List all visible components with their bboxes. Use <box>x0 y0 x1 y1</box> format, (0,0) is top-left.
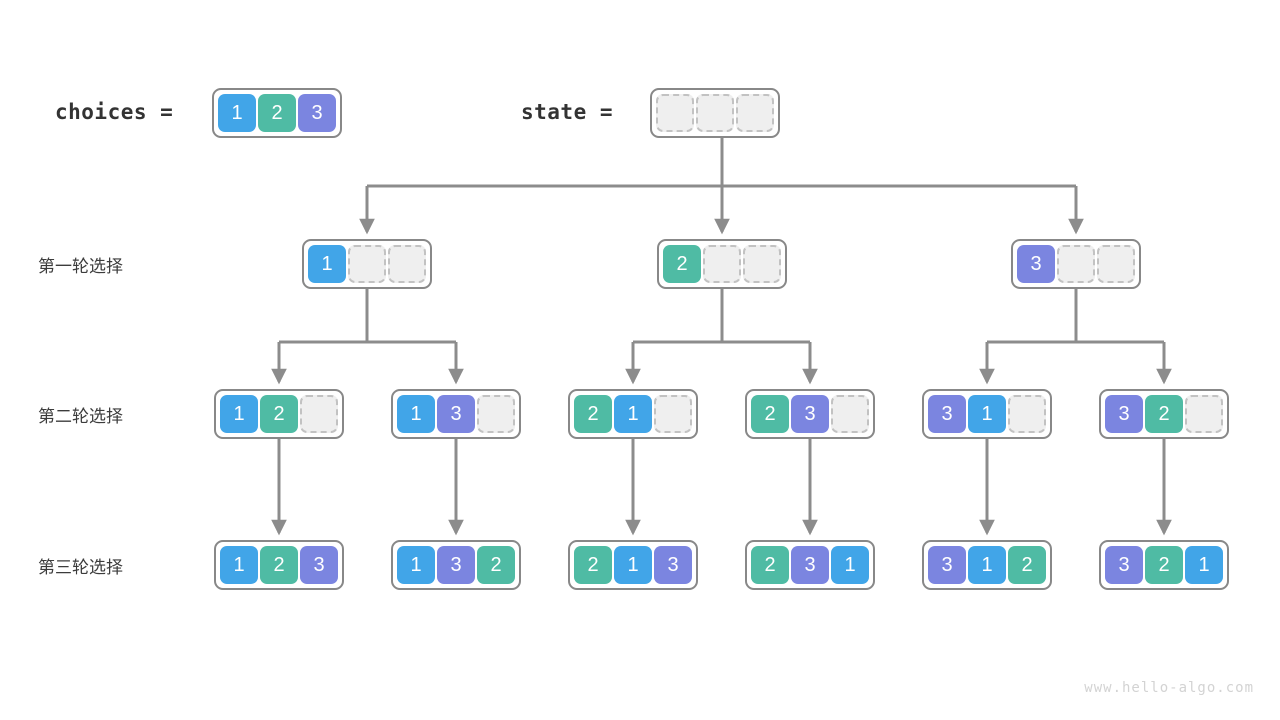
array-cell-filled: 3 <box>437 546 475 584</box>
array-cell-filled: 1 <box>220 395 258 433</box>
array-cell-filled: 1 <box>1185 546 1223 584</box>
tree-node-r1-c1: 1 <box>302 239 432 289</box>
array-cell-filled: 3 <box>437 395 475 433</box>
array-cell-empty <box>654 395 692 433</box>
array-cell-filled: 2 <box>751 395 789 433</box>
array-cell-filled: 2 <box>477 546 515 584</box>
array-cell-filled: 3 <box>928 546 966 584</box>
array-cell-filled: 1 <box>308 245 346 283</box>
choices-label: choices = <box>55 100 174 124</box>
array-cell-filled: 2 <box>1145 395 1183 433</box>
array-cell-filled: 1 <box>397 546 435 584</box>
array-cell-filled: 2 <box>663 245 701 283</box>
array-cell-filled: 3 <box>300 546 338 584</box>
tree-node-r1-c3: 3 <box>1011 239 1141 289</box>
array-cell-filled: 2 <box>574 546 612 584</box>
array-cell-filled: 1 <box>614 395 652 433</box>
array-cell-filled: 3 <box>1105 395 1143 433</box>
array-cell-filled: 3 <box>1105 546 1143 584</box>
array-cell-filled: 1 <box>397 395 435 433</box>
site-watermark: www.hello-algo.com <box>1084 680 1254 696</box>
array-cell-empty <box>388 245 426 283</box>
array-cell-filled: 1 <box>218 94 256 132</box>
array-cell-filled: 1 <box>968 395 1006 433</box>
array-cell-filled: 3 <box>791 546 829 584</box>
array-cell-empty <box>477 395 515 433</box>
array-cell-filled: 3 <box>928 395 966 433</box>
array-cell-filled: 2 <box>1008 546 1046 584</box>
array-cell-filled: 2 <box>1145 546 1183 584</box>
array-cell-filled: 2 <box>574 395 612 433</box>
array-cell-empty <box>703 245 741 283</box>
array-cell-filled: 2 <box>258 94 296 132</box>
array-cell-empty <box>736 94 774 132</box>
array-cell-filled: 2 <box>260 395 298 433</box>
array-cell-filled: 1 <box>831 546 869 584</box>
state-array-node <box>650 88 780 138</box>
array-cell-empty <box>831 395 869 433</box>
tree-node-r1-c2: 2 <box>657 239 787 289</box>
round-label-2: 第二轮选择 <box>38 407 123 426</box>
array-cell-filled: 1 <box>968 546 1006 584</box>
state-label: state = <box>521 100 614 124</box>
array-cell-empty <box>300 395 338 433</box>
array-cell-empty <box>1097 245 1135 283</box>
array-cell-empty <box>1008 395 1046 433</box>
array-cell-empty <box>743 245 781 283</box>
array-cell-empty <box>696 94 734 132</box>
array-cell-empty <box>656 94 694 132</box>
array-cell-filled: 2 <box>260 546 298 584</box>
array-cell-empty <box>1057 245 1095 283</box>
array-cell-filled: 2 <box>751 546 789 584</box>
array-cell-empty <box>1185 395 1223 433</box>
round-label-1: 第一轮选择 <box>38 257 123 276</box>
round-label-3: 第三轮选择 <box>38 558 123 577</box>
array-cell-filled: 1 <box>614 546 652 584</box>
array-cell-filled: 1 <box>220 546 258 584</box>
array-cell-empty <box>348 245 386 283</box>
array-cell-filled: 3 <box>298 94 336 132</box>
array-cell-filled: 3 <box>1017 245 1055 283</box>
array-cell-filled: 3 <box>791 395 829 433</box>
array-cell-filled: 3 <box>654 546 692 584</box>
